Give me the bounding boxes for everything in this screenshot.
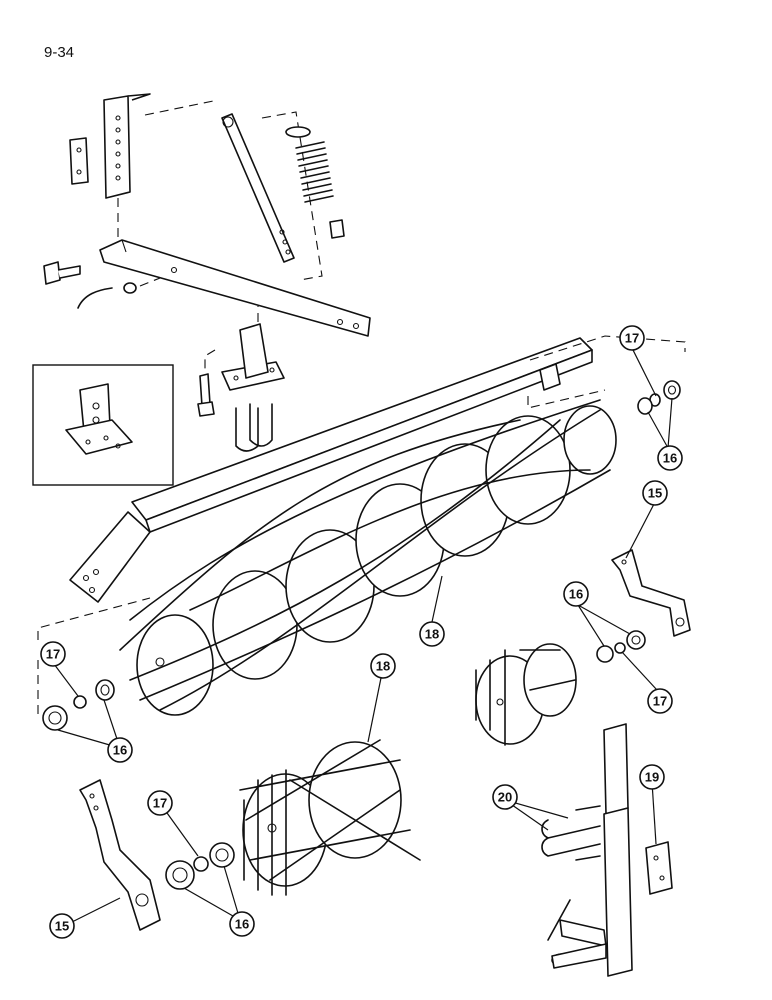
- page-number-label: 9-34: [44, 44, 75, 61]
- callout-label: 17: [153, 796, 167, 811]
- mount-bracket: [221, 323, 285, 391]
- upright-bracket: [103, 93, 151, 199]
- callout-label: 17: [625, 331, 639, 346]
- bushing: [123, 282, 137, 294]
- adjusting-rod: [221, 113, 295, 263]
- callout-17: 17: [40, 641, 66, 667]
- small-plate: [69, 137, 89, 185]
- callout-label: 17: [46, 647, 60, 662]
- callout-18: 18: [419, 621, 445, 647]
- bearing-upper-right: [637, 380, 681, 415]
- callout-15: 15: [49, 913, 75, 939]
- callout-20: 20: [492, 784, 518, 810]
- roller-long: [119, 399, 617, 716]
- hairpin-clip: [77, 287, 113, 309]
- callout-16: 16: [107, 737, 133, 763]
- roller-short: [239, 739, 421, 896]
- bearing-left: [42, 679, 115, 731]
- callout-label: 16: [663, 451, 677, 466]
- washer-lower: [193, 856, 209, 872]
- clamp-plate: [645, 841, 673, 895]
- bracket-right: [611, 549, 691, 637]
- callout-label: 15: [648, 486, 662, 501]
- callout-17: 17: [619, 325, 645, 351]
- pin: [43, 261, 81, 285]
- u-bolts: [541, 805, 601, 861]
- support-post: [547, 723, 633, 977]
- inset-detail-box: [32, 364, 174, 486]
- bearing-lower: [165, 842, 235, 890]
- callout-16: 16: [229, 911, 255, 937]
- callout-label: 15: [55, 919, 69, 934]
- callout-label: 20: [498, 790, 512, 805]
- callout-label: 18: [376, 659, 390, 674]
- callout-16: 16: [657, 445, 683, 471]
- callout-15: 15: [642, 480, 668, 506]
- callout-19: 19: [639, 764, 665, 790]
- callout-label: 16: [235, 917, 249, 932]
- callout-label: 19: [645, 770, 659, 785]
- callout-16: 16: [563, 581, 589, 607]
- callout-17: 17: [147, 790, 173, 816]
- callout-label: 16: [569, 587, 583, 602]
- u-bolts-small: [235, 403, 273, 452]
- bolt: [197, 373, 215, 417]
- callout-17: 17: [647, 688, 673, 714]
- bearing-mid-right: [596, 630, 646, 663]
- bracket-left: [79, 779, 161, 931]
- roller-stub: [475, 643, 577, 746]
- callout-18: 18: [370, 653, 396, 679]
- main-beam: [69, 337, 593, 603]
- washer-mid-right: [614, 642, 626, 654]
- washer-left: [73, 695, 87, 709]
- callout-label: 18: [425, 627, 439, 642]
- callout-label: 17: [653, 694, 667, 709]
- spring: [285, 126, 345, 239]
- callout-label: 16: [113, 743, 127, 758]
- lever-arm: [99, 239, 371, 337]
